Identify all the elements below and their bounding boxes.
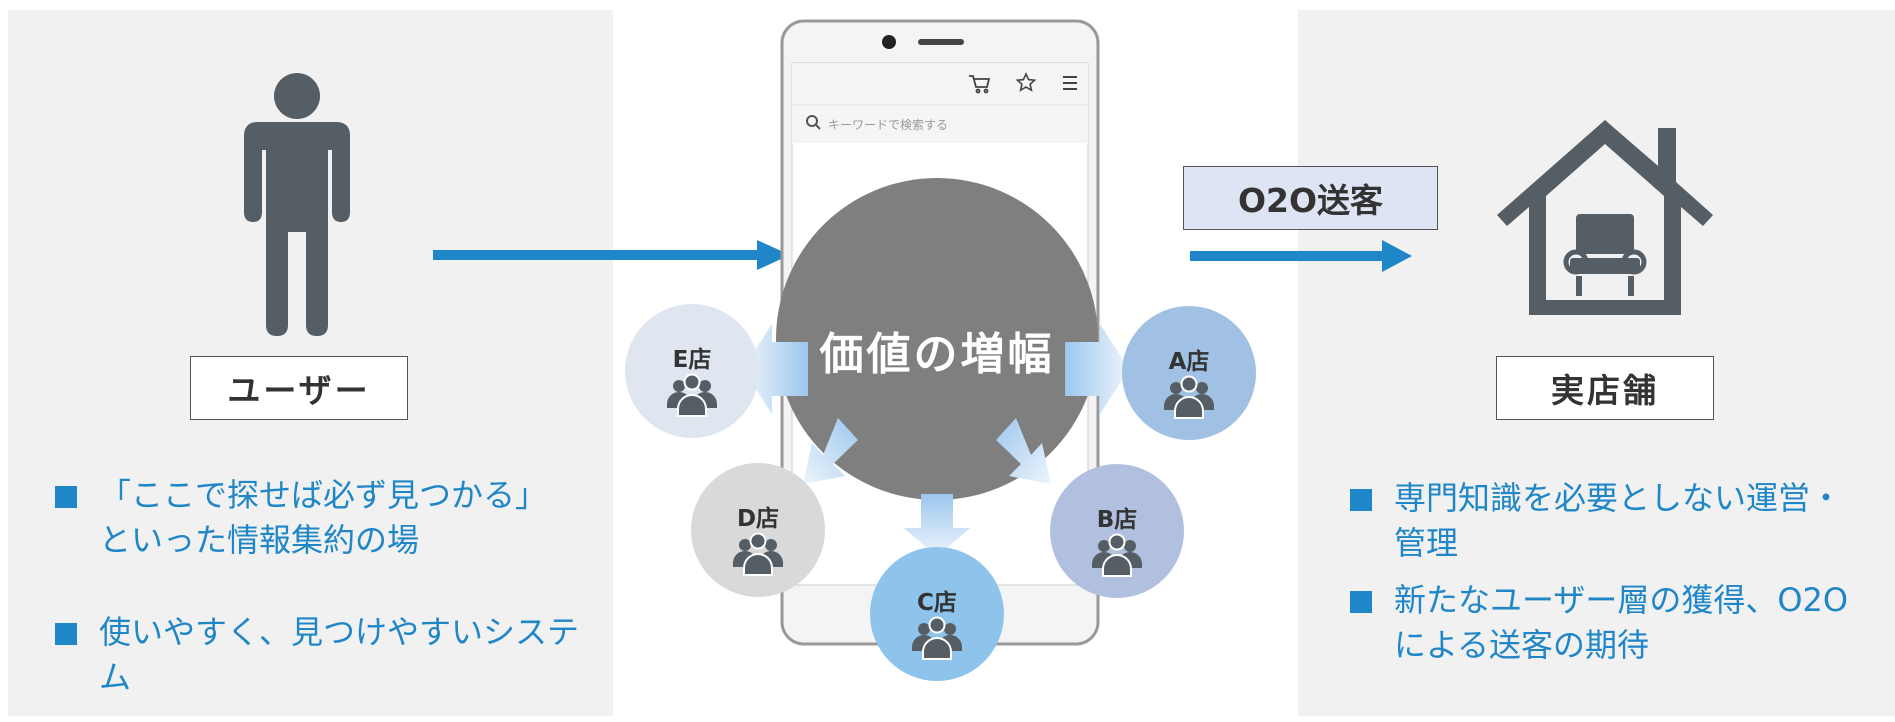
list-item: 専門知識を必要としない運営・ 管理	[1350, 476, 1890, 566]
store-a-label: A店	[1168, 349, 1210, 375]
bullet-square-icon	[55, 623, 77, 645]
arrow-to-store-e	[743, 324, 808, 414]
arrow-to-store-a	[1065, 324, 1129, 414]
bullet-square-icon	[55, 486, 77, 508]
list-item: 「ここで探せば必ず見つかる」 といった情報集約の場	[55, 473, 595, 563]
star-icon[interactable]	[1015, 72, 1037, 92]
menu-icon[interactable]	[1063, 76, 1077, 90]
value-amplification-label: 価値の増幅	[819, 329, 1055, 380]
armchair-icon	[1563, 214, 1647, 296]
bullet-line: 使いやすく、見つけやすいシステム	[99, 613, 580, 696]
user-benefits-list: 「ここで探せば必ず見つかる」 といった情報集約の場 使いやすく、見つけやすいシス…	[55, 473, 595, 700]
store-b-label: B店	[1096, 507, 1138, 533]
bullet-line: といった情報集約の場	[99, 521, 420, 559]
store-d-label: D店	[736, 506, 780, 532]
bullet-square-icon	[1350, 489, 1372, 511]
bullet-line: 「ここで探せば必ず見つかる」	[99, 476, 548, 514]
bullet-line: 管理	[1394, 524, 1459, 562]
store-d-circle	[691, 463, 825, 597]
store-e-label: E店	[672, 347, 712, 373]
store-e-circle	[625, 304, 759, 438]
o2o-label: O2O送客	[1183, 166, 1438, 230]
list-item: 新たなユーザー層の獲得、O2O による送客の期待	[1350, 578, 1890, 668]
physical-store-label: 実店舗	[1496, 356, 1714, 420]
arrow-to-store-c	[904, 494, 970, 557]
user-person-icon	[244, 73, 350, 336]
bullet-line: 新たなユーザー層の獲得、O2O	[1394, 581, 1849, 619]
list-item: 使いやすく、見つけやすいシステム	[55, 610, 595, 700]
arrow-user-to-platform	[433, 240, 790, 270]
value-amplification-circle	[776, 178, 1098, 500]
store-c-label: C店	[917, 590, 957, 616]
store-a-circle	[1122, 306, 1256, 440]
store-benefits-list: 専門知識を必要としない運営・ 管理 新たなユーザー層の獲得、O2O による送客の…	[1350, 476, 1890, 668]
store-c-circle	[870, 547, 1004, 681]
bullet-line: 専門知識を必要としない運営・	[1394, 479, 1843, 517]
store-b-circle	[1050, 464, 1184, 598]
arrow-to-store-b	[996, 418, 1051, 484]
cart-icon[interactable]	[969, 75, 991, 94]
bullet-line: による送客の期待	[1394, 626, 1650, 664]
house-icon	[1497, 120, 1713, 315]
user-label: ユーザー	[190, 356, 408, 420]
search-icon	[806, 115, 821, 130]
arrow-to-physical-store	[1190, 240, 1412, 272]
arrow-to-store-d	[803, 418, 858, 484]
search-input[interactable]: キーワードで検索する	[828, 118, 949, 132]
bullet-square-icon	[1350, 591, 1372, 613]
